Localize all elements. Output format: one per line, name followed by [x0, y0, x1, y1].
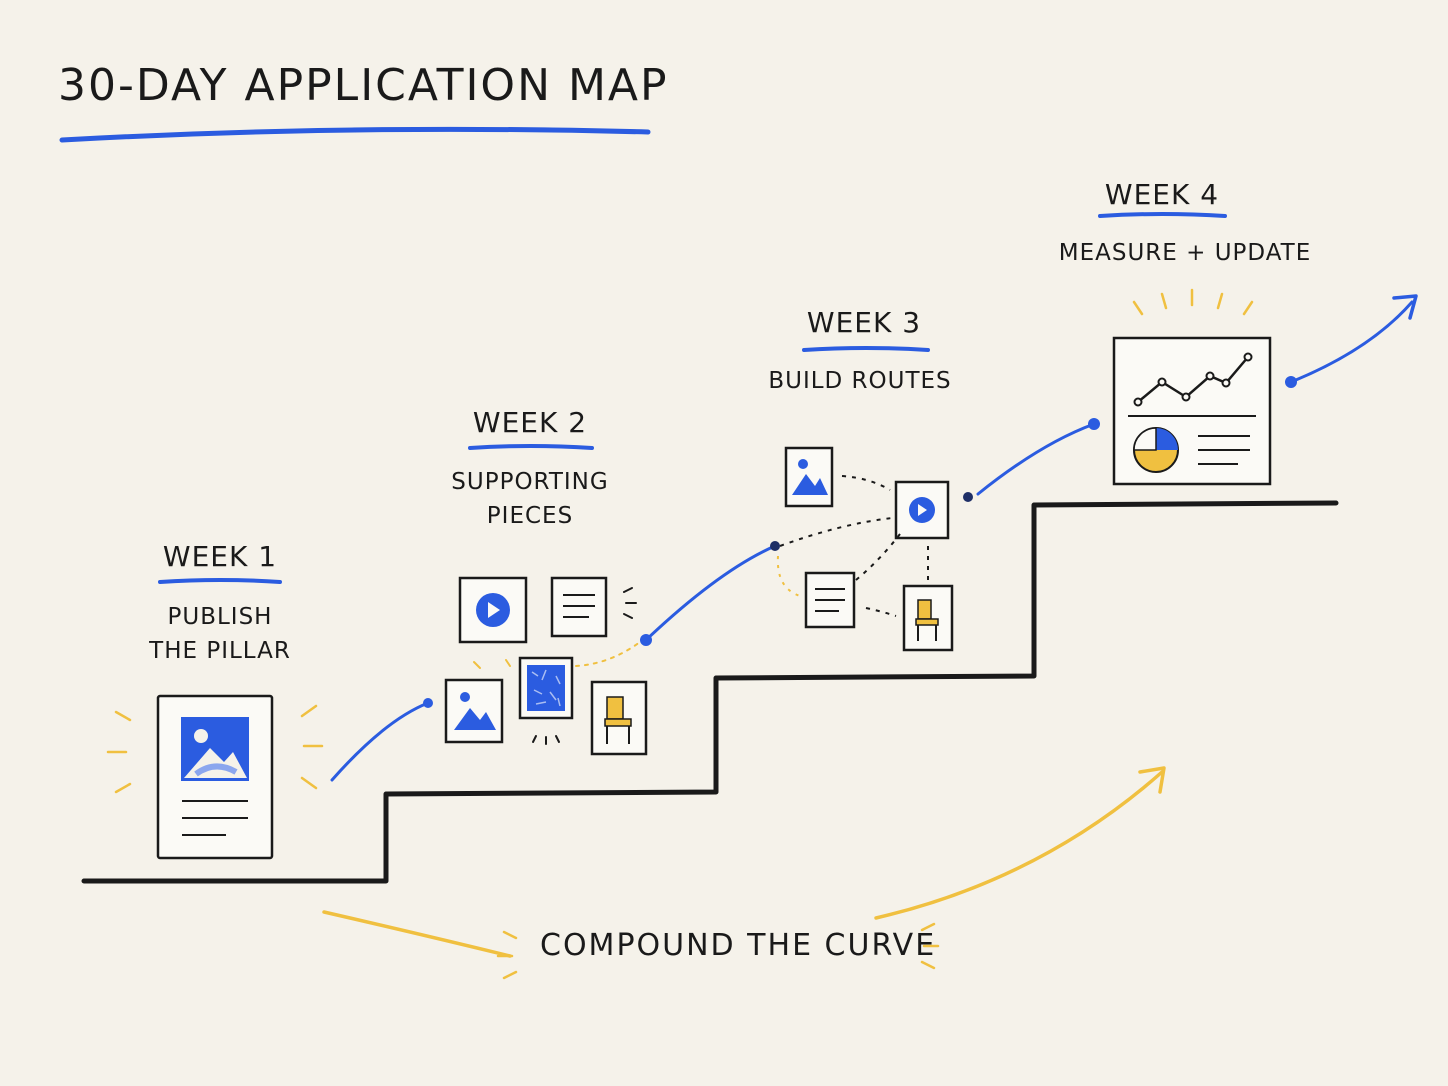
dashboard-sparkle-lines	[1132, 288, 1254, 316]
compound-curve	[322, 770, 1164, 958]
week1-label: WEEK 1	[162, 540, 278, 573]
video-card-icon	[458, 576, 528, 644]
week4-underline	[1098, 212, 1227, 218]
week2-subtitle-line2: PIECES	[486, 503, 574, 529]
title-underline	[59, 126, 651, 143]
progress-dots	[423, 376, 1297, 708]
text-card-sparkles	[623, 587, 637, 619]
route-connections	[779, 475, 929, 617]
week3-subtitle: BUILD ROUTES	[768, 368, 952, 394]
week4-label: WEEK 4	[1104, 178, 1220, 211]
route-video-card-icon	[894, 480, 950, 540]
chair-card-icon	[590, 680, 648, 756]
week2-underline	[468, 444, 594, 450]
dashboard-icon	[1112, 336, 1272, 486]
arrow-up-right-icon	[1392, 294, 1418, 320]
week1-subtitle: PUBLISH THE PILLAR	[120, 600, 320, 668]
pillar-sparkle-lines	[106, 704, 324, 794]
route-image-card-icon	[784, 446, 834, 508]
pattern-card-sparkles	[532, 735, 560, 745]
text-card-icon	[550, 576, 608, 638]
week3-underline	[802, 346, 930, 352]
staircase-line	[81, 500, 1339, 884]
week4-subtitle: MEASURE + UPDATE	[1058, 240, 1312, 266]
compound-curve-label: COMPOUND THE CURVE	[540, 928, 937, 963]
week2-subtitle: SUPPORTING PIECES	[420, 465, 640, 533]
week1-subtitle-line1: PUBLISH	[167, 604, 273, 630]
route-chair-card-icon	[902, 584, 954, 652]
week1-subtitle-line2: THE PILLAR	[149, 638, 291, 664]
route-yellow-connection	[776, 555, 801, 597]
week2-sparkles	[473, 641, 641, 669]
pattern-card-icon	[518, 656, 574, 720]
week1-underline	[158, 578, 282, 584]
image-card-icon	[444, 678, 504, 744]
pillar-document-icon	[156, 694, 274, 860]
curve-label-sparkles	[496, 922, 940, 980]
page-title: 30-DAY APPLICATION MAP	[58, 60, 669, 111]
arrow-up-right-icon-yellow	[1138, 766, 1166, 794]
week3-label: WEEK 3	[806, 306, 922, 339]
week2-label: WEEK 2	[472, 406, 588, 439]
route-text-card-icon	[804, 571, 856, 629]
week2-subtitle-line1: SUPPORTING	[451, 469, 609, 495]
progress-path	[330, 300, 1414, 782]
